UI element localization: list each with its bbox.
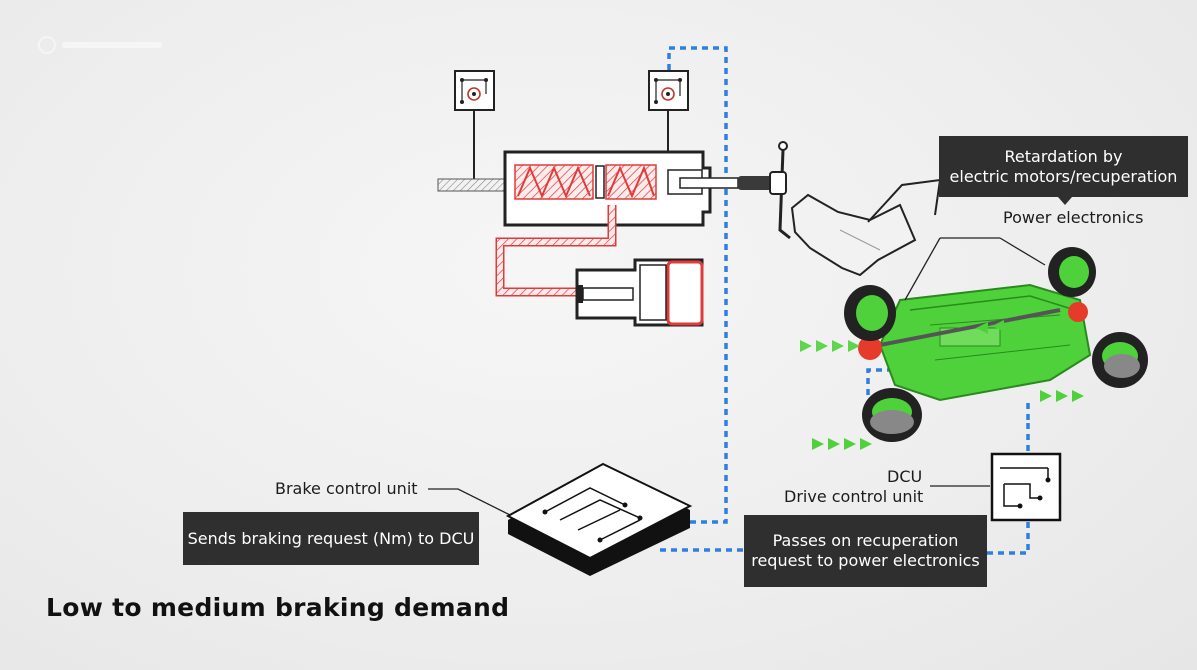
brake-caliper-icon xyxy=(575,258,704,327)
page-title: Low to medium braking demand xyxy=(46,593,510,622)
wheel-rear-left xyxy=(1048,247,1096,297)
passes-line2: request to power electronics xyxy=(751,551,980,570)
foot-icon xyxy=(790,178,942,277)
drive-control-unit-label: Drive control unit xyxy=(784,487,924,506)
wheel-rear-right xyxy=(1092,332,1148,388)
brake-pedal-icon xyxy=(738,141,791,240)
dcu-label: DCU xyxy=(887,467,923,486)
recuperation-arrows xyxy=(800,320,1084,450)
pressure-sensor-icon xyxy=(648,70,689,155)
passes-request-label: Passes on recuperation request to power … xyxy=(744,515,987,587)
master-cylinder-icon xyxy=(437,150,739,227)
wheel-front-right xyxy=(862,388,922,442)
brake-control-unit-icon xyxy=(505,462,693,576)
dcu-icon xyxy=(990,452,1062,522)
vehicle-chassis-illustration xyxy=(844,247,1148,442)
brand-logo xyxy=(38,36,168,61)
brake-control-unit-label: Brake control unit xyxy=(275,479,418,498)
wheel-front-left xyxy=(844,285,896,341)
retardation-line1: Retardation by xyxy=(1004,146,1123,166)
callout-pointer xyxy=(1058,197,1072,205)
sends-request-text: Sends braking request (Nm) to DCU xyxy=(187,528,475,548)
passes-line1: Passes on recuperation xyxy=(772,531,959,550)
retardation-line2: electric motors/recuperation xyxy=(949,166,1178,186)
signal-lines xyxy=(660,46,1060,555)
power-electronics-label: Power electronics xyxy=(1003,208,1144,227)
sends-request-label: Sends braking request (Nm) to DCU xyxy=(183,512,479,565)
retardation-label: Retardation by electric motors/recuperat… xyxy=(939,136,1188,197)
hydraulic-line xyxy=(495,205,617,297)
pedal-travel-sensor-icon xyxy=(454,70,495,180)
